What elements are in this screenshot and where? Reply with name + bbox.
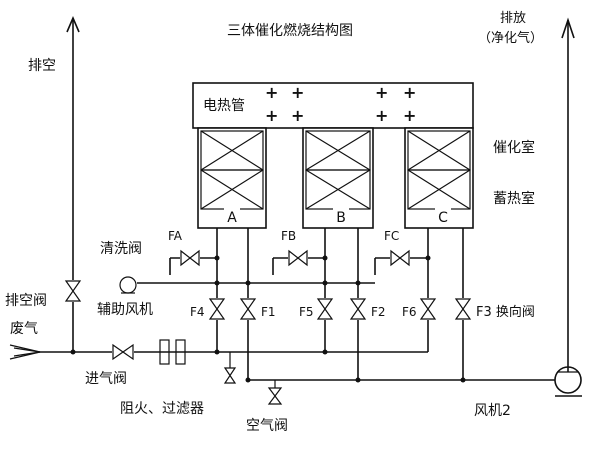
heater-plus-5: + xyxy=(375,83,388,102)
heater-plus-1: + xyxy=(265,83,278,102)
heater-elements: + + + + + + + + xyxy=(265,83,416,125)
valve-f2[interactable] xyxy=(349,298,367,320)
fan2-icon[interactable] xyxy=(554,366,582,397)
chamber-b-label: B xyxy=(336,210,346,226)
f5-label: F5 xyxy=(299,305,314,319)
drain-valve[interactable] xyxy=(223,352,237,384)
waste-gas-inlet-arrow xyxy=(9,344,41,360)
heater-plus-8: + xyxy=(403,106,416,125)
inlet-valve-label: 进气阀 xyxy=(85,371,127,387)
f6-label: F6 xyxy=(402,305,417,319)
fan2-label: 风机2 xyxy=(474,403,511,419)
waste-gas-label: 废气 xyxy=(10,321,38,337)
heater-plus-2: + xyxy=(291,83,304,102)
air-valve-label: 空气阀 xyxy=(246,418,288,434)
exhaust-right-label: 排放 xyxy=(500,11,526,26)
fb-label: FB xyxy=(281,229,296,243)
f4-label: F4 xyxy=(190,305,205,319)
flame-arrestor-filter xyxy=(159,339,186,365)
fa-label: FA xyxy=(168,229,183,243)
f1-label: F1 xyxy=(261,305,276,319)
exhaust-left-label: 排空 xyxy=(28,58,56,74)
catalytic-room-label: 催化室 xyxy=(493,139,535,156)
chamber-b xyxy=(302,127,374,229)
purge-valve-fa[interactable] xyxy=(180,249,200,267)
regenerative-room-label: 蓄热室 xyxy=(493,190,535,207)
diagram-title: 三体催化燃烧结构图 xyxy=(227,22,353,39)
valve-f4[interactable] xyxy=(208,298,226,320)
heater-plus-4: + xyxy=(291,106,304,125)
exhaust-right-note: （净化气） xyxy=(478,30,543,46)
purge-valve-label: 清洗阀 xyxy=(100,241,142,257)
chamber-c-label: C xyxy=(438,210,448,226)
inlet-valve[interactable] xyxy=(112,343,134,361)
heater-plus-3: + xyxy=(265,106,278,125)
valve-f3[interactable] xyxy=(454,298,472,320)
heater-plus-7: + xyxy=(375,106,388,125)
chamber-b-label-bg xyxy=(333,208,349,226)
chamber-a xyxy=(197,127,267,229)
f2-label: F2 xyxy=(371,305,386,319)
valve-f1[interactable] xyxy=(239,298,257,320)
fc-label: FC xyxy=(384,229,399,243)
heater-plus-6: + xyxy=(403,83,416,102)
purge-valve-fc[interactable] xyxy=(390,249,410,267)
purge-valve-fb[interactable] xyxy=(288,249,308,267)
chamber-a-label: A xyxy=(227,210,237,226)
vent-valve[interactable] xyxy=(64,280,82,302)
chamber-c-label-bg xyxy=(435,208,451,226)
valve-f6[interactable] xyxy=(419,298,437,320)
f3-switch-label: F3 换向阀 xyxy=(476,304,535,320)
valve-f5[interactable] xyxy=(316,298,334,320)
discharge-stack xyxy=(561,17,575,372)
aux-fan-icon[interactable] xyxy=(119,276,137,294)
air-valve[interactable] xyxy=(267,380,283,405)
flame-filter-label: 阻火、过滤器 xyxy=(120,401,204,417)
vent-valve-label: 排空阀 xyxy=(5,293,47,309)
aux-fan-label: 辅助风机 xyxy=(97,302,153,318)
heater-label: 电热管 xyxy=(203,98,245,114)
heater-chamber xyxy=(192,82,474,129)
chamber-a-label-bg xyxy=(224,208,240,226)
junction-dots xyxy=(70,255,466,383)
